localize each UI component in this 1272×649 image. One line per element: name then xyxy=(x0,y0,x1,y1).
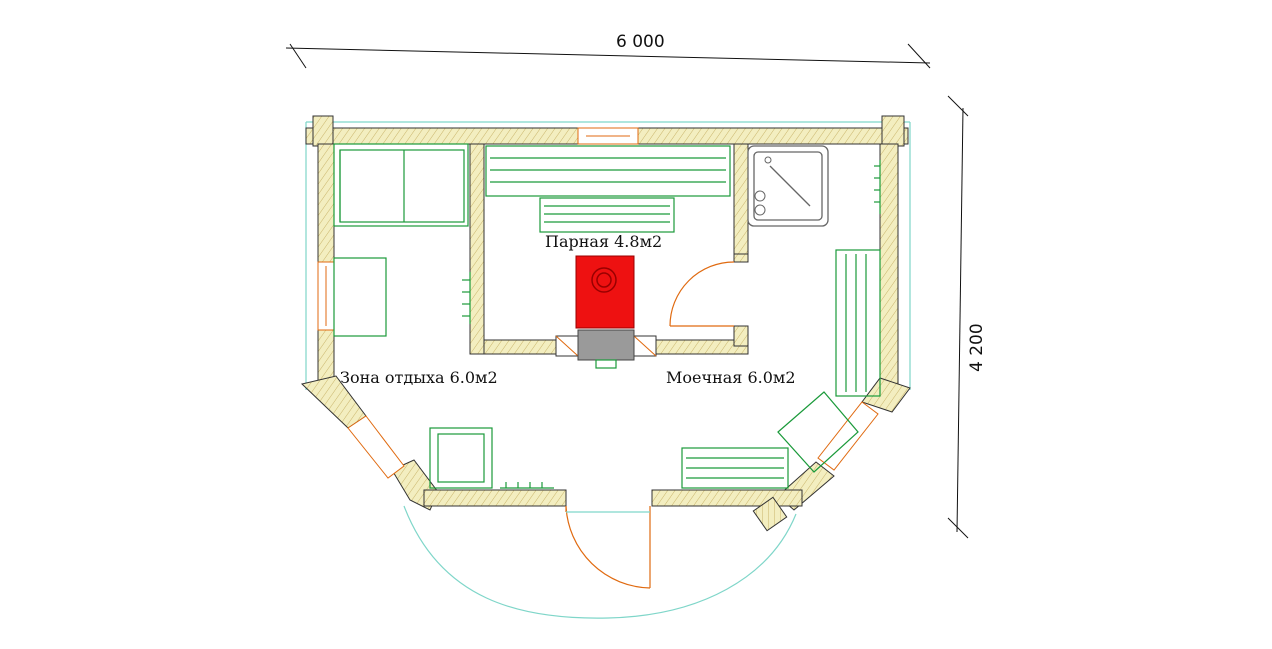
table xyxy=(333,257,387,337)
sofa xyxy=(333,143,469,227)
terrace-arc xyxy=(403,505,797,619)
windows xyxy=(317,127,879,479)
inner-walls xyxy=(469,143,749,357)
shower-cabin xyxy=(747,145,829,227)
wall-hooks-steam xyxy=(462,272,471,324)
height-dimension: 4 200 xyxy=(947,95,987,539)
steam-room-label: Парная 4.8м2 xyxy=(545,232,662,251)
entrance-door xyxy=(565,505,651,589)
outer-glazing xyxy=(305,121,911,390)
sauna-bench-upper xyxy=(485,145,731,197)
width-label: 6 000 xyxy=(616,32,665,52)
height-label: 4 200 xyxy=(967,323,987,372)
wash-bench-right xyxy=(835,249,881,397)
armchair xyxy=(429,427,493,489)
sauna-bench-lower xyxy=(539,197,675,233)
wall-hooks-wash xyxy=(874,160,881,214)
side-table xyxy=(777,391,859,473)
stove xyxy=(575,255,635,369)
wash-bench-bottom xyxy=(681,447,789,489)
width-dimension: 6 000 xyxy=(285,32,931,69)
rest-zone-label: Зона отдыха 6.0м2 xyxy=(340,368,498,387)
steam-room-door xyxy=(669,261,735,327)
wall-hooks-rest xyxy=(500,482,554,489)
washing-room-label: Моечная 6.0м2 xyxy=(666,368,796,387)
